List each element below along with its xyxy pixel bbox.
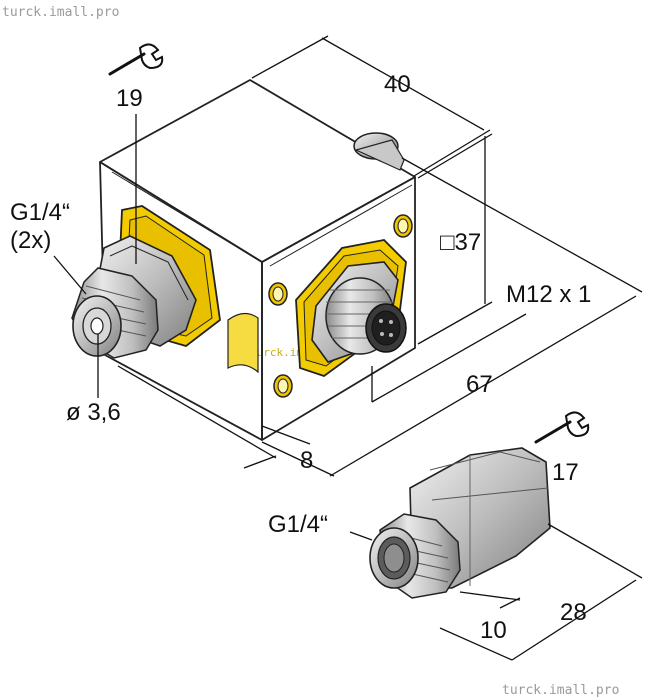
label-width-40: 40 (384, 71, 411, 98)
wrench-icon (108, 43, 164, 76)
label-wrench-19: 19 (116, 85, 143, 112)
label-adapter-28: 28 (560, 599, 587, 626)
label-connector-m12: M12 x 1 (506, 281, 591, 308)
mounting-hole-bottom (273, 374, 293, 398)
watermark-bottom: turck.imall.pro (502, 683, 619, 698)
dimension-lines (53, 35, 643, 661)
wrench-icon-adapter (534, 411, 590, 444)
label-thread-count: (2x) (10, 227, 51, 254)
mounting-hole-right (268, 282, 288, 306)
label-square-37: □37 (440, 229, 481, 256)
label-wrench-17: 17 (552, 459, 579, 486)
housing-front-recess (227, 312, 259, 374)
adapter-fitting (369, 447, 551, 599)
label-length-67: 67 (466, 371, 493, 398)
left-thread-fitting (71, 267, 159, 359)
m12-connector (311, 261, 407, 363)
label-thread-left: G1/4“ (10, 199, 70, 226)
mounting-hole-top-right (393, 214, 413, 238)
label-thread-adapter: G1/4“ (268, 511, 328, 538)
label-adapter-10: 10 (480, 617, 507, 644)
sensor-housing (71, 79, 416, 441)
label-bore-diameter: ø 3,6 (66, 399, 121, 426)
rear-port (353, 132, 405, 171)
label-offset-8: 8 (300, 447, 313, 474)
watermark-top: turck.imall.pro (2, 5, 119, 20)
